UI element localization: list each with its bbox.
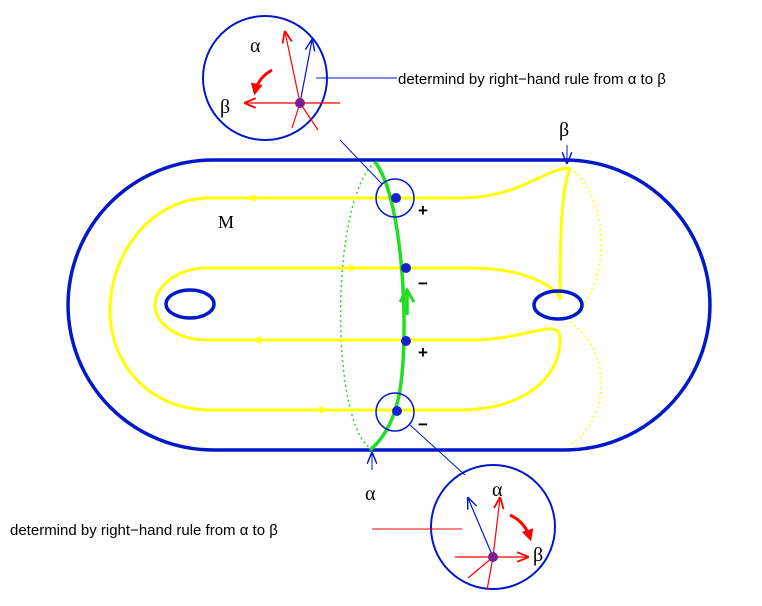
annotation-top: determind by right−hand rule from α to β [398, 71, 666, 88]
connector-top [339, 139, 383, 185]
beta-label: β [559, 119, 569, 141]
alpha-label: α [365, 483, 376, 505]
intersection-point [401, 263, 411, 273]
sign-3: + [418, 343, 428, 362]
inset-circle-bottom [430, 464, 556, 590]
inset-top-beta: β [220, 96, 230, 118]
sign-2: − [418, 274, 428, 293]
beta-curve-hidden-lower [567, 321, 602, 447]
surface-outline [66, 158, 712, 452]
sign-4: − [418, 415, 428, 434]
hole-left [164, 288, 216, 320]
intersection-point [392, 406, 402, 416]
alpha-curve-hidden [339, 161, 376, 449]
inset-bottom-beta: β [533, 544, 543, 566]
connector-bottom [409, 424, 466, 476]
intersection-point [391, 193, 401, 203]
annotation-bottom: determind by right−hand rule from α to β [10, 522, 278, 539]
inset-top-alpha: α [250, 35, 261, 57]
intersection-point [401, 336, 411, 346]
manifold-label: M [218, 212, 234, 232]
sign-1: + [418, 201, 428, 220]
zoom-circle-top [375, 178, 415, 218]
beta-curve [108, 166, 572, 412]
inset-circle-top [202, 15, 328, 141]
inset-bottom: α β [430, 464, 556, 591]
hole-right [532, 289, 584, 321]
zoom-circle-bottom [375, 392, 415, 432]
inset-bottom-alpha: α [492, 479, 503, 501]
alpha-curve [368, 160, 406, 452]
intersection-points [391, 193, 411, 416]
